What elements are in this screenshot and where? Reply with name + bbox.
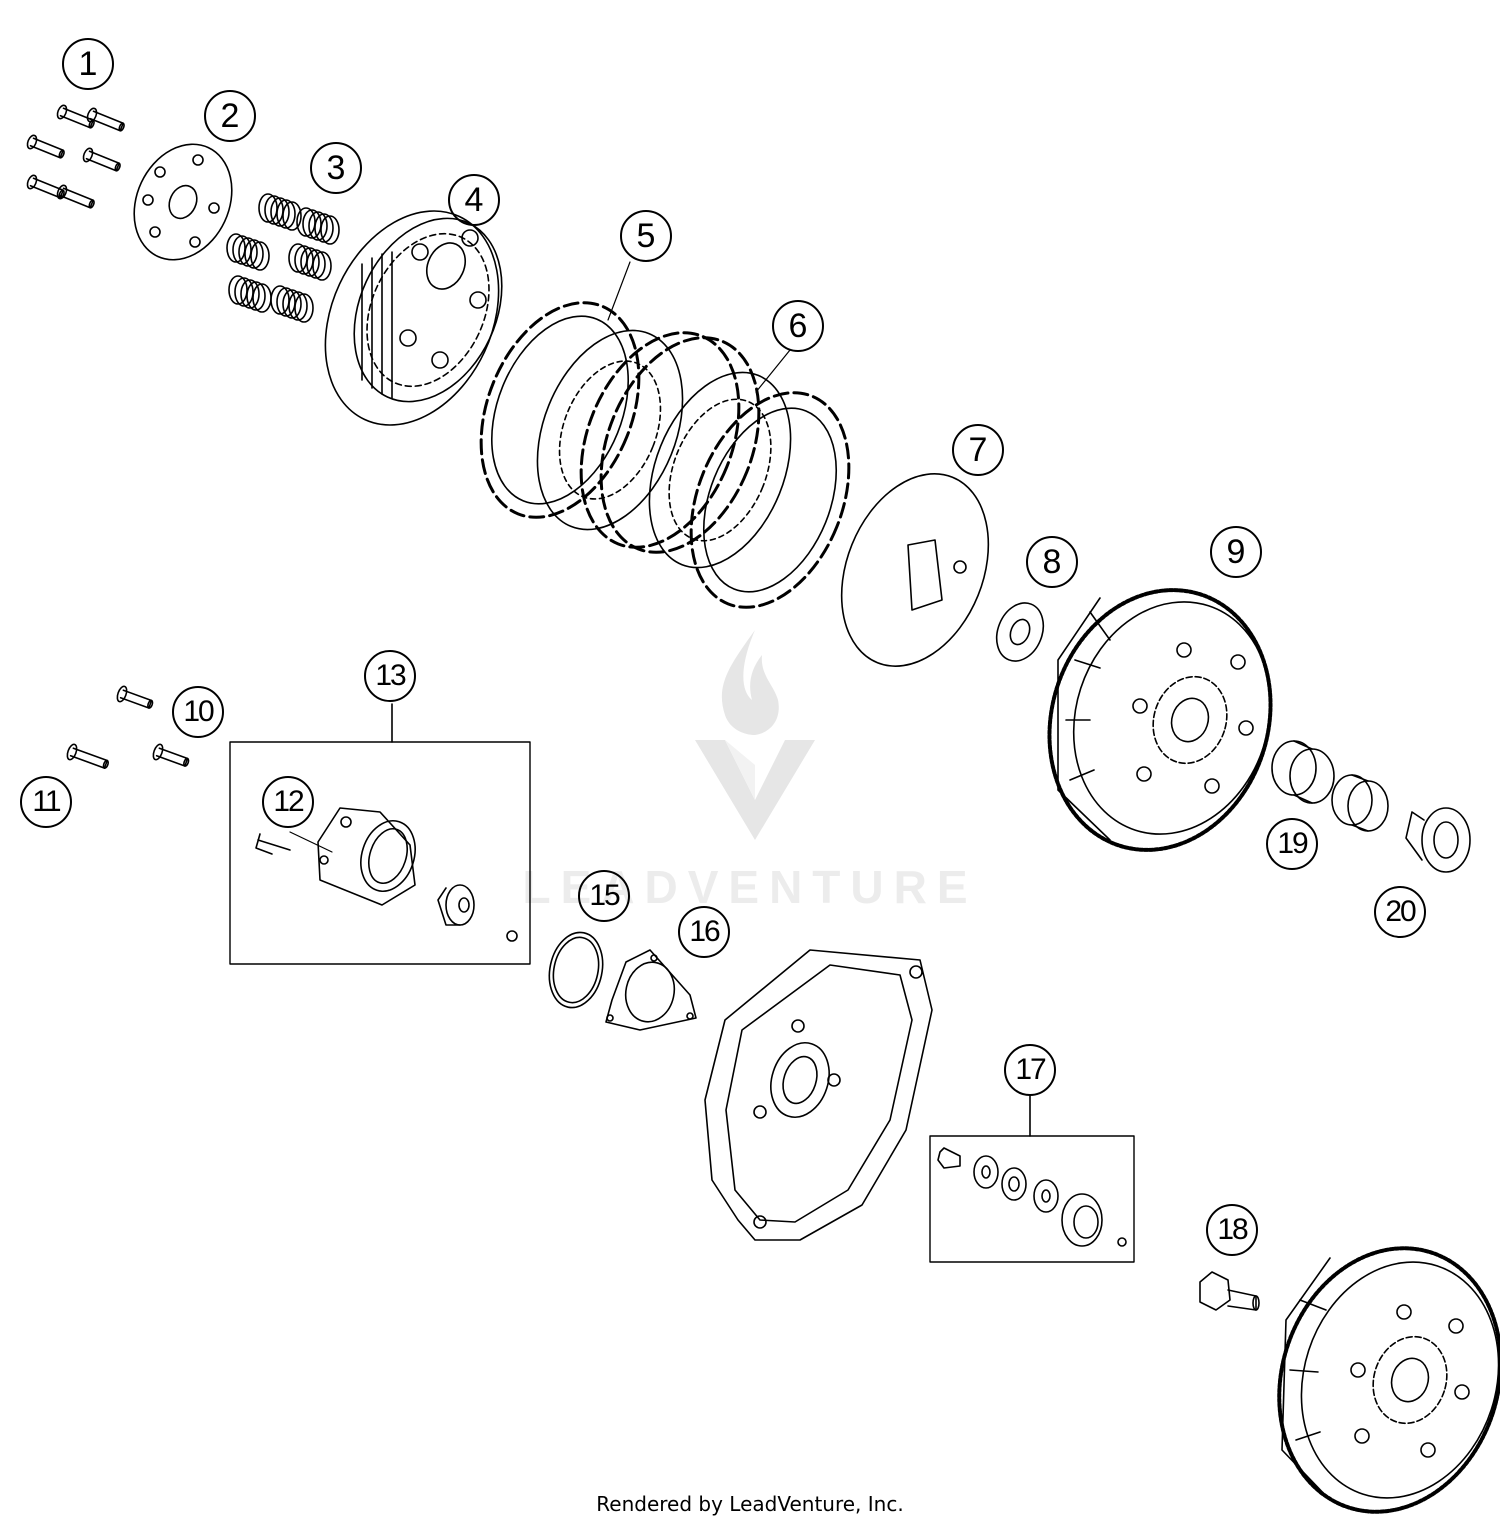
part-13-group-box bbox=[229, 741, 531, 965]
leadventure-logo-icon bbox=[695, 630, 815, 840]
callout-2[interactable]: 2 bbox=[204, 90, 256, 142]
callout-1[interactable]: 1 bbox=[62, 38, 114, 90]
part-20-sleeve[interactable] bbox=[1405, 807, 1471, 873]
part-11-bolt[interactable] bbox=[66, 743, 111, 772]
callout-10[interactable]: 10 bbox=[172, 686, 224, 738]
part-12-slave-cylinder[interactable] bbox=[255, 807, 518, 942]
part-10-bolts[interactable] bbox=[116, 685, 191, 770]
callout-11[interactable]: 11 bbox=[20, 776, 72, 828]
part-7-thrust-plate[interactable] bbox=[814, 452, 1015, 688]
clutch-cover[interactable] bbox=[704, 949, 933, 1241]
callout-12[interactable]: 12 bbox=[262, 776, 314, 828]
part-15-o-ring[interactable] bbox=[543, 927, 610, 1012]
callout-16[interactable]: 16 bbox=[678, 906, 730, 958]
part-18-nut[interactable] bbox=[1199, 1271, 1260, 1311]
part-5-friction-discs[interactable] bbox=[451, 279, 788, 576]
callout-20[interactable]: 20 bbox=[1374, 886, 1426, 938]
part-1-screws[interactable] bbox=[26, 104, 126, 211]
callout-13[interactable]: 13 bbox=[364, 650, 416, 702]
part-16-gasket[interactable] bbox=[605, 949, 697, 1031]
callout-15[interactable]: 15 bbox=[578, 870, 630, 922]
callout-18[interactable]: 18 bbox=[1206, 1204, 1258, 1256]
part-2-pressure-plate[interactable] bbox=[116, 128, 250, 276]
callout-7[interactable]: 7 bbox=[952, 424, 1004, 476]
callout-8[interactable]: 8 bbox=[1026, 536, 1078, 588]
leader-lines bbox=[289, 261, 791, 853]
part-8-washer[interactable] bbox=[988, 596, 1051, 668]
callout-4[interactable]: 4 bbox=[448, 174, 500, 226]
callout-9[interactable]: 9 bbox=[1210, 526, 1262, 578]
part-17-kit[interactable] bbox=[937, 1147, 1127, 1247]
part-17-group-box bbox=[929, 1135, 1135, 1263]
callout-19[interactable]: 19 bbox=[1266, 818, 1318, 870]
callout-6[interactable]: 6 bbox=[772, 300, 824, 352]
part-9-clutch-basket[interactable] bbox=[1016, 561, 1303, 879]
clutch-basket-assembly[interactable] bbox=[1246, 1219, 1500, 1528]
footer-credit: Rendered by LeadVenture, Inc. bbox=[596, 1492, 904, 1516]
part-19-bushings[interactable] bbox=[1271, 740, 1389, 832]
callout-17[interactable]: 17 bbox=[1004, 1044, 1056, 1096]
part-3-springs[interactable] bbox=[226, 193, 340, 323]
part-4-inner-hub[interactable] bbox=[292, 183, 532, 454]
callout-5[interactable]: 5 bbox=[620, 210, 672, 262]
part-6-steel-plates[interactable] bbox=[622, 351, 878, 630]
callout-3[interactable]: 3 bbox=[310, 142, 362, 194]
